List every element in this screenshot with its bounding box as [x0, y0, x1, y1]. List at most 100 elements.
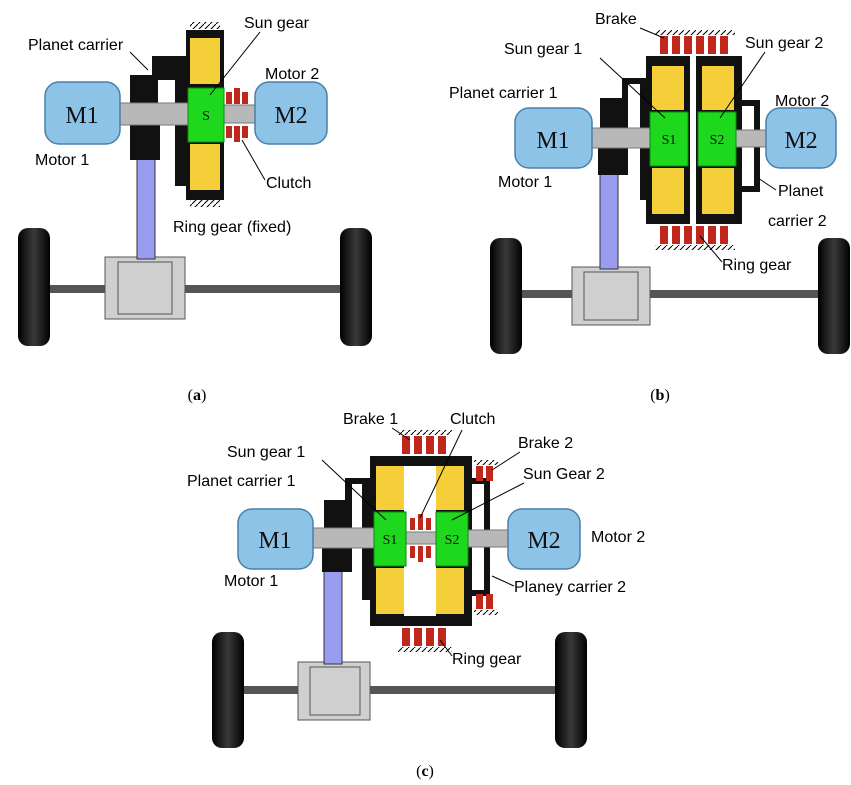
- planet-gear-top: [190, 38, 220, 84]
- leader-sun-gear-2: [451, 482, 525, 521]
- leader-brake2: [491, 451, 521, 471]
- carrier-output: [130, 125, 160, 160]
- drive-shaft: [323, 569, 343, 665]
- brake-1-top: [398, 430, 452, 454]
- motor1-symbol: M1: [258, 528, 291, 554]
- motor1: [237, 508, 314, 570]
- motor2: [254, 81, 328, 145]
- motor2: [765, 107, 837, 169]
- planet-gear-1-top: [652, 66, 684, 110]
- panel-a: S M1 M2 Planet carrier Sun gear Motor 2 …: [18, 15, 372, 404]
- leader-ring-gear: [439, 639, 453, 657]
- left-wheel: [212, 632, 244, 748]
- label-brake2: Brake 2: [518, 435, 573, 452]
- leader-clutch: [241, 139, 266, 181]
- planet-gear-2-bottom: [436, 568, 464, 614]
- caption-c-letter: c: [421, 763, 428, 780]
- differential-inner: [117, 261, 173, 315]
- left-wheel: [490, 238, 522, 354]
- brake-2-top: [474, 460, 498, 481]
- drive-shaft: [599, 171, 619, 270]
- label-sun-gear-2: Sun gear 2: [745, 35, 823, 52]
- planet-gear-2-bottom: [702, 168, 734, 214]
- leader-clutch: [419, 429, 463, 519]
- differential: [571, 266, 651, 326]
- right-wheel: [340, 228, 372, 346]
- leader-planet-carrier-2: [491, 575, 515, 587]
- ground-top: [190, 22, 220, 29]
- label-motor2: Motor 2: [265, 66, 319, 83]
- label-planet-carrier-2: Planey carrier 2: [514, 579, 626, 596]
- drive-shaft: [136, 154, 156, 260]
- planet-gear-2-top: [702, 66, 734, 110]
- motor1: [514, 107, 593, 169]
- sun-gear-1-symbol: S1: [662, 133, 677, 148]
- differential: [104, 256, 186, 320]
- label-ring-gear: Ring gear (fixed): [173, 219, 291, 236]
- motor1-shaft: [303, 527, 385, 549]
- sun-gear-1: [649, 111, 689, 167]
- label-planet-carrier-2-line1: Planet: [778, 183, 824, 200]
- planet-gear-1-bottom: [652, 168, 684, 214]
- planet-gear-1-bottom: [376, 568, 404, 614]
- rear-axle: [40, 285, 360, 293]
- sun-gear-2-symbol: S2: [710, 133, 725, 148]
- ground-bottom: [190, 200, 220, 207]
- label-motor1: Motor 1: [35, 152, 89, 169]
- brake-1-bottom: [398, 628, 452, 652]
- sun-gear: [187, 87, 225, 143]
- leader-ring-gear: [699, 235, 723, 263]
- label-sun-gear-2: Sun Gear 2: [523, 466, 605, 483]
- label-planet-carrier-1: Planet carrier 1: [187, 473, 296, 490]
- caption-a-letter: a: [193, 387, 201, 404]
- label-planet-carrier-2-line2: carrier 2: [768, 213, 827, 230]
- leader-sun-gear-2: [719, 51, 766, 119]
- label-sun-gear: Sun gear: [244, 15, 310, 32]
- rear-axle: [495, 290, 845, 298]
- caption-b-letter: b: [656, 387, 665, 404]
- panel-c: S1 S2 M1 M2 Brake 1 Clutch Brake 2 Sun g…: [187, 411, 645, 780]
- label-planet-carrier: Planet carrier: [28, 37, 124, 54]
- label-ring-gear: Ring gear: [722, 257, 792, 274]
- clutch-shaft: [403, 531, 437, 545]
- label-brake1: Brake 1: [343, 411, 398, 428]
- ring-gear-gap: [690, 56, 696, 224]
- planet-gear-2-top: [436, 466, 464, 510]
- rear-axle: [230, 686, 570, 694]
- motor2-symbol: M2: [274, 103, 307, 129]
- motor2-symbol: M2: [784, 128, 817, 154]
- sun-gear-1-symbol: S1: [383, 533, 398, 548]
- motor1: [44, 81, 121, 145]
- leader-brake: [639, 27, 665, 39]
- clutch: [226, 88, 248, 142]
- carrier1-output: [322, 545, 352, 572]
- label-motor1: Motor 1: [224, 573, 278, 590]
- motor2-symbol: M2: [527, 528, 560, 554]
- brake-bottom: [655, 226, 735, 250]
- panel-b: S1 S2 M1 M2 Brake Sun gear 1 Sun gear 2 …: [449, 11, 850, 404]
- clutch: [410, 514, 431, 562]
- right-wheel: [555, 632, 587, 748]
- planet-gear-bottom: [190, 144, 220, 190]
- differential-inner: [309, 666, 361, 716]
- leader-planet-carrier-2: [757, 177, 777, 191]
- leader-sun-gear: [209, 31, 261, 96]
- label-motor2: Motor 2: [775, 93, 829, 110]
- leader-sun-gear-1: [321, 459, 387, 521]
- label-clutch: Clutch: [450, 411, 495, 428]
- left-wheel: [18, 228, 50, 346]
- carrier1-output: [598, 145, 628, 175]
- caption-c: (c): [416, 763, 434, 780]
- label-planet-carrier-1: Planet carrier 1: [449, 85, 558, 102]
- label-sun-gear-1: Sun gear 1: [504, 41, 582, 58]
- planet-carrier-2-housing: [742, 100, 760, 192]
- planet-gear-1-top: [376, 466, 404, 510]
- leader-brake1: [391, 427, 411, 441]
- label-clutch: Clutch: [266, 175, 311, 192]
- motor1-symbol: M1: [536, 128, 569, 154]
- label-brake: Brake: [595, 11, 637, 28]
- motor2: [507, 508, 581, 570]
- motor1-symbol: M1: [65, 103, 98, 129]
- label-motor1: Motor 1: [498, 174, 552, 191]
